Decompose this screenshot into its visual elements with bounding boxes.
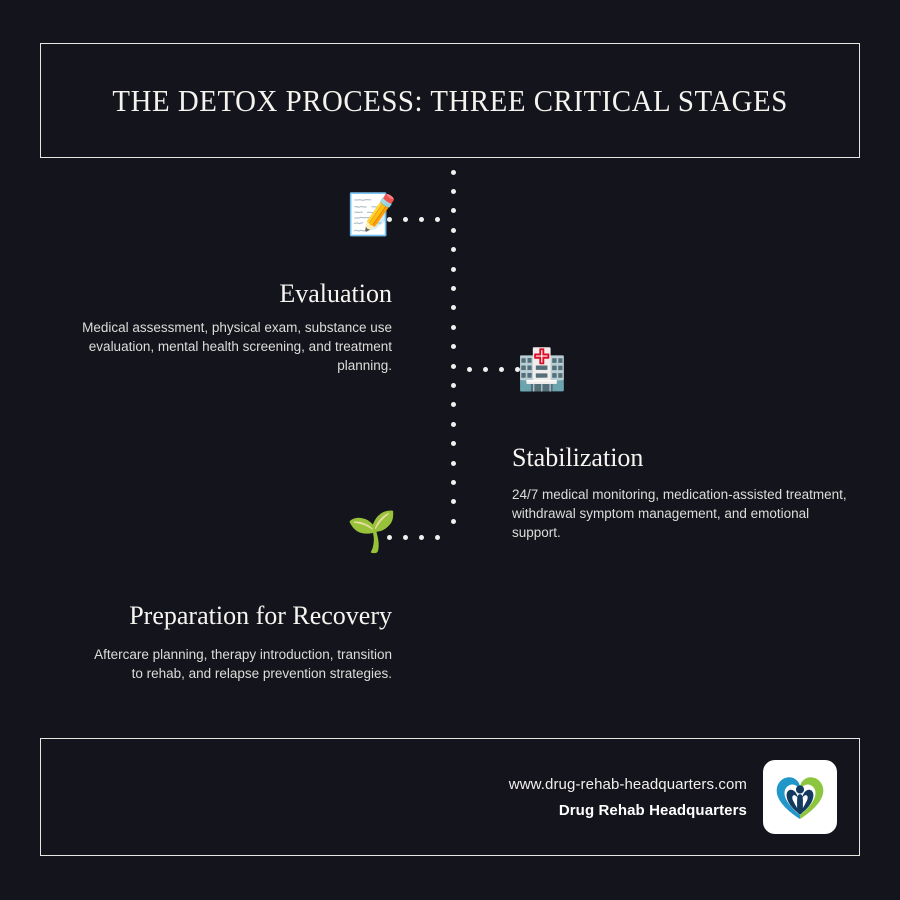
branch-dot-2 [466,366,472,372]
branch-dot-3 [434,534,440,540]
brand-name: Drug Rehab Headquarters [558,801,747,819]
website-url[interactable]: www.drug-rehab-headquarters.com [508,775,747,793]
connector-dot [450,363,456,369]
connector-dot [450,266,456,272]
title-frame: THE DETOX PROCESS: THREE CRITICAL STAGES [40,43,860,158]
connector-dot [450,227,456,233]
memo-pencil-icon: 📝 [347,193,397,237]
footer-text-column: www.drug-rehab-headquarters.com Drug Reh… [509,776,747,819]
connector-dot [450,421,456,427]
seedling-icon: 🌱 [347,510,397,554]
stage-description-evaluation: Medical assessment, physical exam, subst… [82,320,392,373]
branch-dot-1 [418,216,424,222]
connector-dot [450,305,456,311]
connector-dot [450,344,456,350]
connector-dot [450,247,456,253]
page-title: THE DETOX PROCESS: THREE CRITICAL STAGES [112,82,788,118]
connector-dot [450,441,456,447]
connector-dot [450,518,456,524]
stage-title-preparation-for-recovery: Preparation for Recovery [129,601,392,630]
brand-logo [763,760,837,834]
connector-dot [450,324,456,330]
stage-title-stabilization: Stabilization [512,443,644,472]
footer-content: www.drug-rehab-headquarters.com Drug Reh… [509,760,837,834]
branch-dot-2 [498,366,504,372]
connector-dot [450,479,456,485]
connector-dot [450,285,456,291]
branch-dot-2 [514,366,520,372]
stage-title-evaluation: Evaluation [279,279,392,308]
connector-dot [450,402,456,408]
branch-dot-2 [482,366,488,372]
footer-frame: www.drug-rehab-headquarters.com Drug Reh… [40,738,860,856]
branch-dot-1 [434,216,440,222]
connector-dot [450,460,456,466]
connector-dot [450,208,456,214]
connector-dot [450,382,456,388]
branch-dot-1 [386,216,392,222]
connector-dot [450,499,456,505]
connector-dot [450,169,456,175]
stage-description-preparation-for-recovery: Aftercare planning, therapy introduction… [94,647,392,681]
branch-dot-1 [402,216,408,222]
connector-dot [450,188,456,194]
stage-description-stabilization: 24/7 medical monitoring, medication-assi… [512,487,847,540]
heart-hands-logo-icon [776,777,824,820]
hospital-icon: 🏥 [517,348,567,392]
branch-dot-3 [402,534,408,540]
branch-dot-3 [386,534,392,540]
branch-dot-3 [418,534,424,540]
